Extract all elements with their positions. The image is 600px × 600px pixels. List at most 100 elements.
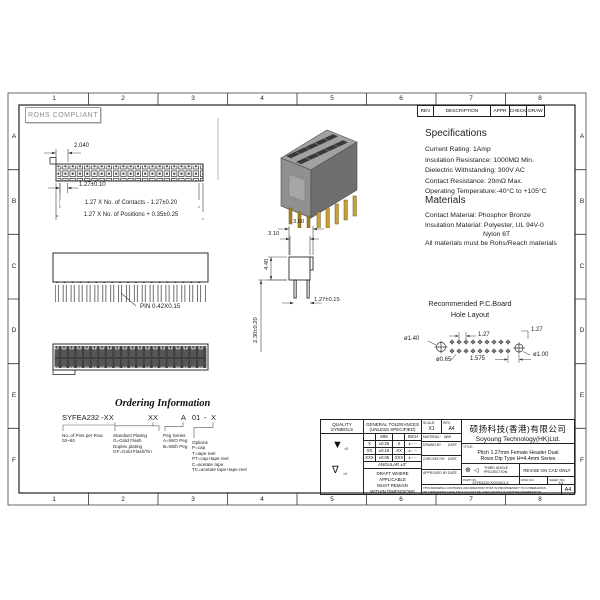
date-label: DATE <box>448 442 457 447</box>
material-cell: MATERIAL: ABS <box>422 434 462 442</box>
company-cell: 硕扬科技(香港)有限公司 Soyoung Technology(HK)Ltd. <box>462 420 574 444</box>
checked-by-cell: CHECKED BY DATE <box>422 456 462 470</box>
proprietary-note: THIS DRAWING CONTAINS INFORMATION THAT I… <box>422 485 562 494</box>
pin-size-note: PIN 0.42X0.15 <box>140 303 181 310</box>
materials-title: Materials <box>425 195 466 206</box>
approved-by-cell: APPROVED BY DATE <box>422 470 462 485</box>
projection-cone-icon: ◁ <box>474 468 479 474</box>
dim-side-height: 4.40 <box>264 258 270 270</box>
zone-col-label: 2 <box>121 496 125 503</box>
zone-row-label: E <box>579 392 585 399</box>
note-line: C=acetate tape <box>192 461 224 467</box>
material-line: All materials must be Rohs/Reach materia… <box>425 239 557 247</box>
checked-by-label: CHECKED BY <box>423 456 446 461</box>
part-no-cell: PART NO. SYFEA232-XXXXA01-X <box>462 477 520 485</box>
date-label: DATE <box>448 470 457 475</box>
sheet-no-value: 1/1 <box>558 480 564 485</box>
scale-label: SCALE: <box>423 420 436 425</box>
material-line: Nylon 6T <box>483 230 511 238</box>
dim-hole-small: ø0.65 <box>436 357 452 363</box>
ordering-code-plating: XX <box>148 413 159 422</box>
tol-col-mm: MM <box>376 434 393 441</box>
drawing-title-2: Rows Dip Type H=4.4mm Series <box>480 455 556 462</box>
rev-value: A4 <box>448 426 455 432</box>
rohs-compliant-badge: ROHS COMPLIANT <box>25 107 101 123</box>
dim-front-positions: 1.27 X No. of Positions + 0.35±0.25 <box>58 212 204 219</box>
title-label: TITLE: <box>463 444 474 449</box>
tol-cell: ±0.15 <box>376 448 393 455</box>
zone-col-label: 8 <box>538 95 542 102</box>
title-cell: TITLE: Pitch 1.27mm Female Header Dual R… <box>462 444 574 464</box>
tol-cell: .X <box>393 441 405 448</box>
zone-row-label: C <box>11 263 17 270</box>
zone-col-label: 5 <box>330 95 334 102</box>
dim-side-inner: 3.10 <box>268 231 280 237</box>
note-line: B=With Peg <box>163 443 188 449</box>
projection-circle-icon: ⊕ <box>465 467 471 474</box>
angular-tolerance: ANGULAR ±3° <box>364 462 422 469</box>
hole-layout-drawing <box>427 330 531 363</box>
dim-hole-large: ø1.40 <box>404 336 420 342</box>
zone-col-label: 6 <box>399 95 403 102</box>
note-line: Peg Series <box>163 433 186 438</box>
zone-col-label: 3 <box>191 496 195 503</box>
ordering-title: Ordering Information <box>115 398 211 409</box>
tol-cell: ±0.05 <box>376 455 393 462</box>
dim-front-offset: 2.040 <box>74 143 90 149</box>
zone-col-label: 2 <box>121 95 125 102</box>
check-col: CHECK <box>510 105 527 117</box>
hole-layout-title-2: Hole Layout <box>450 310 490 319</box>
tol-col-blank <box>364 434 376 441</box>
note-line: Duplex plating <box>113 443 143 449</box>
description-col: DESCRIPTION <box>434 105 491 117</box>
note-line: Options <box>192 440 208 445</box>
dim-hole-right: ø1.00 <box>533 352 549 358</box>
revise-cell: REVISE ON CAD ONLY <box>520 464 574 477</box>
spec-line: Operating Temperature:-40°C to +105°C <box>425 188 547 195</box>
material-value: ABS <box>444 435 452 439</box>
ordering-code-dash: - <box>204 413 207 422</box>
spec-line: Insulation Resistance: 1000MΩ Min. <box>425 156 534 164</box>
rev-col: REV <box>417 105 434 117</box>
connector-3d-view <box>280 129 358 228</box>
row-side-view-drawing <box>52 252 209 307</box>
note-line: PT=cap+tape reel <box>192 456 229 462</box>
dim-front-contacts: 1.27 X No. of Contacts - 1.27±0.20 <box>60 200 202 207</box>
zone-col-label: 4 <box>260 95 264 102</box>
draft-line: MUST REMAIN <box>377 483 408 488</box>
surface-finish-icon: ∇ <box>332 465 339 476</box>
tol-title-2: (UNLESS SPECIFIED) <box>369 427 416 432</box>
material-line: Contact Material: Phosphor Bronze <box>425 212 531 219</box>
ordering-leader-lines <box>62 422 214 438</box>
spec-line: Current Rating: 1Amp <box>425 146 491 153</box>
dim-hole-pitch-left: 1.27 <box>478 332 490 338</box>
ordering-note: Standard Plating G=Gold Flash Duplex pla… <box>113 433 152 455</box>
tol-cell: XX <box>364 448 376 455</box>
tol-cell: X <box>364 441 376 448</box>
dim-hole-pitch-right: 1.27 <box>531 327 543 333</box>
tol-cell: .XX <box>393 448 405 455</box>
rev-label: REV: <box>443 420 451 425</box>
spec-line: Contact Resistance: 20mΩ Max. <box>425 177 523 185</box>
dim-side-tail: 2.30±0.20 <box>253 317 259 343</box>
quality-label-2: SYMBOLS <box>330 427 354 432</box>
scale-value: X1 <box>428 426 435 432</box>
rev-cell: REV: A4 <box>442 420 462 434</box>
material-line: Insulation Material: Polyester, UL 94V-0 <box>425 221 544 229</box>
company-name-en: Soyoung Technology(HK)Ltd. <box>475 436 561 443</box>
projection-label-1: THIRD ANGLE <box>484 466 508 470</box>
ordering-note: Options P=cap T=tape reel PT=cap+tape re… <box>192 440 247 472</box>
zone-row-label: D <box>11 327 17 334</box>
ordering-code-series: A <box>181 413 187 422</box>
zone-col-label: 1 <box>52 496 56 503</box>
inspection-triangle-icon: ▼ <box>332 439 343 451</box>
note-line: 03~50 <box>62 438 75 444</box>
ordering-code-num: 01 <box>192 413 201 422</box>
bottom-view-drawing <box>52 343 209 375</box>
zone-col-label: 7 <box>469 95 473 102</box>
tol-cell: XXX <box>364 455 376 462</box>
zone-row-label: B <box>11 198 17 205</box>
zone-row-label: F <box>580 457 584 464</box>
note-line: GF=Gold Flash/Tin <box>113 449 152 455</box>
draft-line: DRAFT WHERE APPLICABLE <box>376 471 409 482</box>
